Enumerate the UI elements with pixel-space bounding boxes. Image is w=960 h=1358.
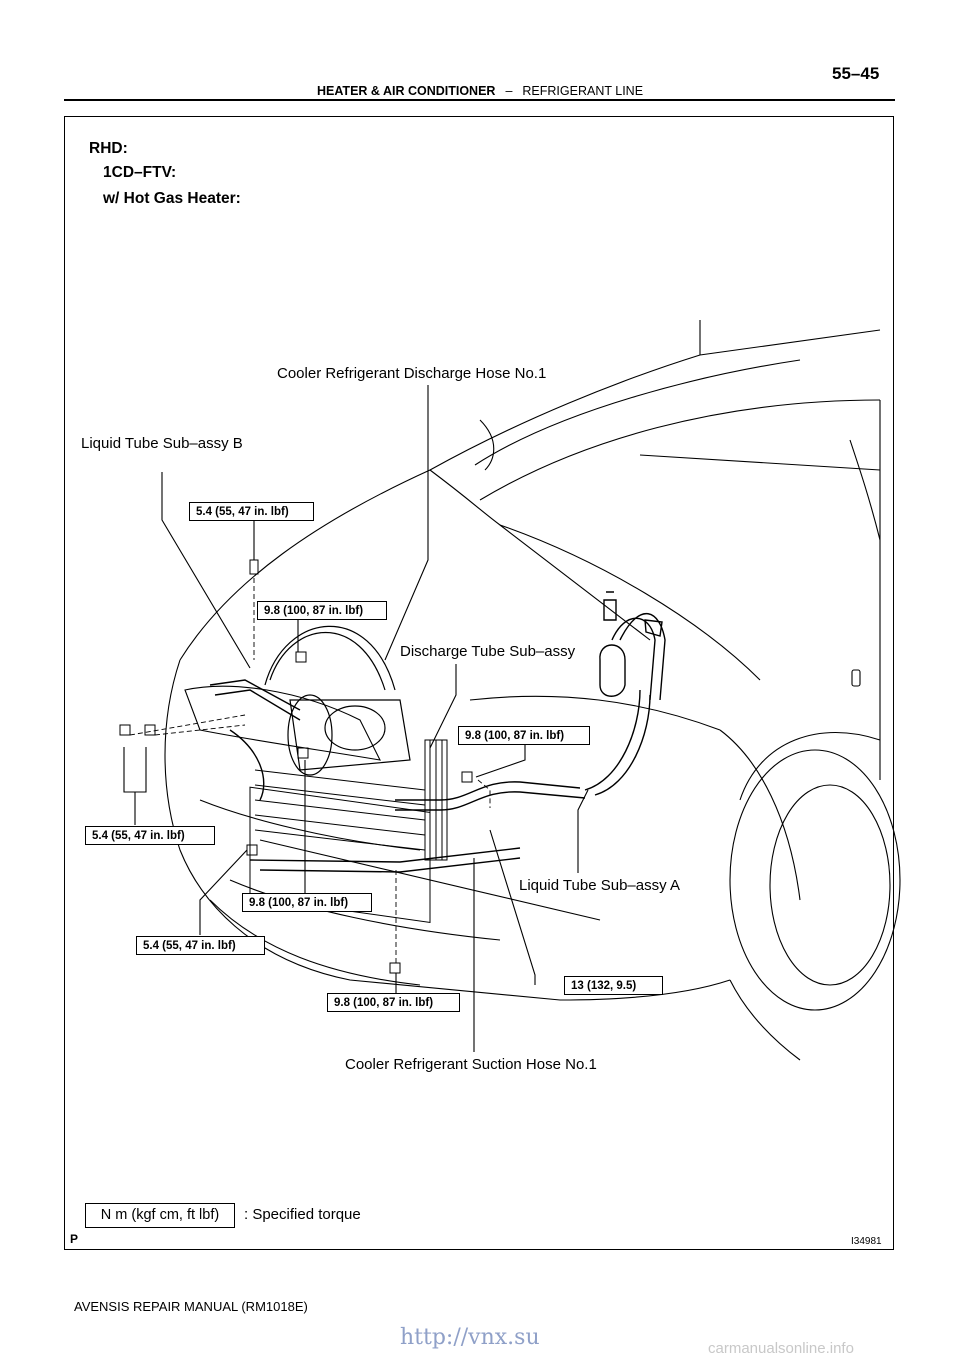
callout-discharge-hose: Cooler Refrigerant Discharge Hose No.1 <box>277 365 547 382</box>
torque-label: 9.8 (100, 87 in. lbf) <box>458 726 590 745</box>
torque-legend-box: N m (kgf cm, ft lbf) <box>85 1203 235 1228</box>
torque-legend-text: : Specified torque <box>244 1206 361 1223</box>
compressor <box>264 625 411 776</box>
torque-label: 5.4 (55, 47 in. lbf) <box>85 826 215 845</box>
page-mark: P <box>70 1232 79 1246</box>
site-watermark: carmanualsonline.info <box>708 1340 854 1357</box>
torque-label: 9.8 (100, 87 in. lbf) <box>242 893 372 912</box>
torque-label: 9.8 (100, 87 in. lbf) <box>327 993 460 1012</box>
torque-label: 5.4 (55, 47 in. lbf) <box>136 936 265 955</box>
dashed-lines <box>129 578 491 965</box>
watermark-link[interactable]: http://vnx.su <box>400 1325 540 1350</box>
torque-label: 13 (132, 9.5) <box>564 976 663 995</box>
torque-label: 9.8 (100, 87 in. lbf) <box>257 601 387 620</box>
leader-lines <box>123 385 589 1052</box>
figure-id: I34981 <box>851 1236 882 1247</box>
figure-frame <box>64 116 894 1250</box>
car-outline <box>164 320 901 1061</box>
torque-label: 5.4 (55, 47 in. lbf) <box>189 502 314 521</box>
title-variant: w/ Hot Gas Heater: <box>103 190 241 207</box>
section-title: HEATER & AIR CONDITIONER <box>316 84 496 98</box>
page-number: 55–45 <box>832 64 880 83</box>
title-rhd: RHD: <box>89 140 128 157</box>
footer: AVENSIS REPAIR MANUAL (RM1018E) <box>74 1299 308 1314</box>
header-rule <box>64 99 895 101</box>
subsection-title: REFRIGERANT LINE <box>522 84 644 98</box>
pipes <box>209 591 666 873</box>
header-separator: – <box>505 84 513 98</box>
callout-suction-hose: Cooler Refrigerant Suction Hose No.1 <box>345 1056 597 1073</box>
title-engine: 1CD–FTV: <box>103 164 177 181</box>
callout-liquid-tube-a: Liquid Tube Sub–assy A <box>519 877 680 894</box>
running-header: HEATER & AIR CONDITIONER–REFRIGERANT LIN… <box>0 84 960 98</box>
callout-liquid-tube-b: Liquid Tube Sub–assy B <box>81 435 243 452</box>
callout-discharge-tube: Discharge Tube Sub–assy <box>400 643 576 660</box>
